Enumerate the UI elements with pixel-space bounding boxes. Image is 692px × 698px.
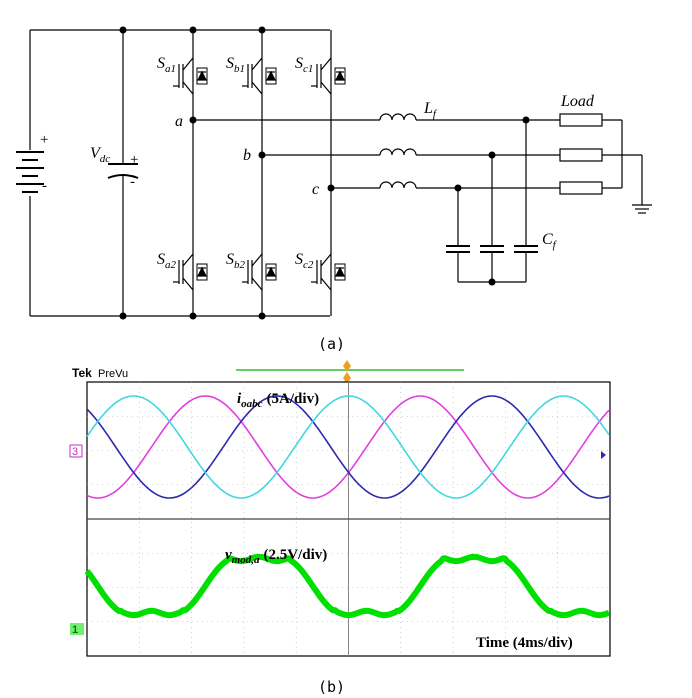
label-sa2: Sa2 bbox=[157, 251, 177, 271]
current-trace-label: ioabc(5A/div) bbox=[237, 391, 319, 410]
ground-symbol bbox=[632, 204, 652, 214]
battery-minus: - bbox=[42, 178, 47, 194]
vdc-label: Vdc bbox=[90, 145, 110, 165]
load-resistor-a bbox=[559, 113, 603, 127]
switch-sc2 bbox=[311, 253, 346, 291]
switch-sb2 bbox=[242, 253, 277, 291]
scope-brand: Tek bbox=[72, 366, 92, 380]
load-resistor-c bbox=[559, 181, 603, 195]
label-sc2: Sc2 bbox=[295, 251, 314, 271]
load-label: Load bbox=[560, 93, 595, 110]
trigger-marker-icon bbox=[343, 360, 351, 384]
scope-mode: PreVu bbox=[98, 368, 128, 380]
load-resistor-b bbox=[559, 148, 603, 162]
switch-sb1 bbox=[242, 57, 277, 95]
junction-dots bbox=[119, 26, 530, 320]
trace-phase-c bbox=[86, 395, 610, 499]
inductor-b bbox=[379, 148, 417, 156]
oscilloscope-capture: Tek PreVu 3 1 ioabc(5A/div) vmod,a(2.5V/… bbox=[69, 360, 611, 657]
igbt-switches bbox=[173, 57, 346, 291]
label-sb1: Sb1 bbox=[226, 55, 245, 75]
battery-symbol bbox=[16, 151, 44, 193]
lf-label: Lf bbox=[423, 100, 438, 120]
ref-arrow-icon bbox=[601, 451, 606, 459]
label-sb2: Sb2 bbox=[226, 251, 246, 271]
inductor-c bbox=[379, 181, 417, 189]
switch-sc1 bbox=[311, 57, 346, 95]
trace-phase-a bbox=[86, 395, 610, 499]
node-label-a: a bbox=[175, 113, 183, 130]
inductor-a bbox=[379, 113, 417, 121]
cf-label: Cf bbox=[542, 231, 558, 251]
label-sc1: Sc1 bbox=[295, 55, 313, 75]
channel-marker-3: 3 bbox=[72, 446, 78, 458]
trace-phase-b bbox=[86, 395, 610, 499]
node-label-c: c bbox=[312, 181, 319, 198]
cap-minus: - bbox=[130, 174, 135, 190]
caption-b: (b) bbox=[318, 678, 345, 696]
trace-vmod bbox=[84, 553, 610, 619]
node-label-b: b bbox=[243, 147, 251, 164]
label-sa1: Sa1 bbox=[157, 55, 176, 75]
switch-sa2 bbox=[173, 253, 208, 291]
time-scale-label: Time (4ms/div) bbox=[476, 635, 573, 651]
cap-plus: + bbox=[130, 152, 138, 168]
circuit-diagram bbox=[16, 29, 332, 317]
filter-capacitors bbox=[446, 245, 538, 253]
switch-sa1 bbox=[173, 57, 208, 95]
battery-plus: + bbox=[40, 132, 48, 148]
voltage-trace-label: vmod,a(2.5V/div) bbox=[225, 547, 327, 566]
circuit-labels: + - + - Vdc Sa1 Sb1 Sc1 Sa2 Sb2 Sc2 a b … bbox=[40, 55, 595, 271]
scope-traces bbox=[84, 395, 610, 619]
dc-link-capacitor bbox=[107, 163, 139, 179]
caption-a: (a) bbox=[318, 335, 345, 353]
